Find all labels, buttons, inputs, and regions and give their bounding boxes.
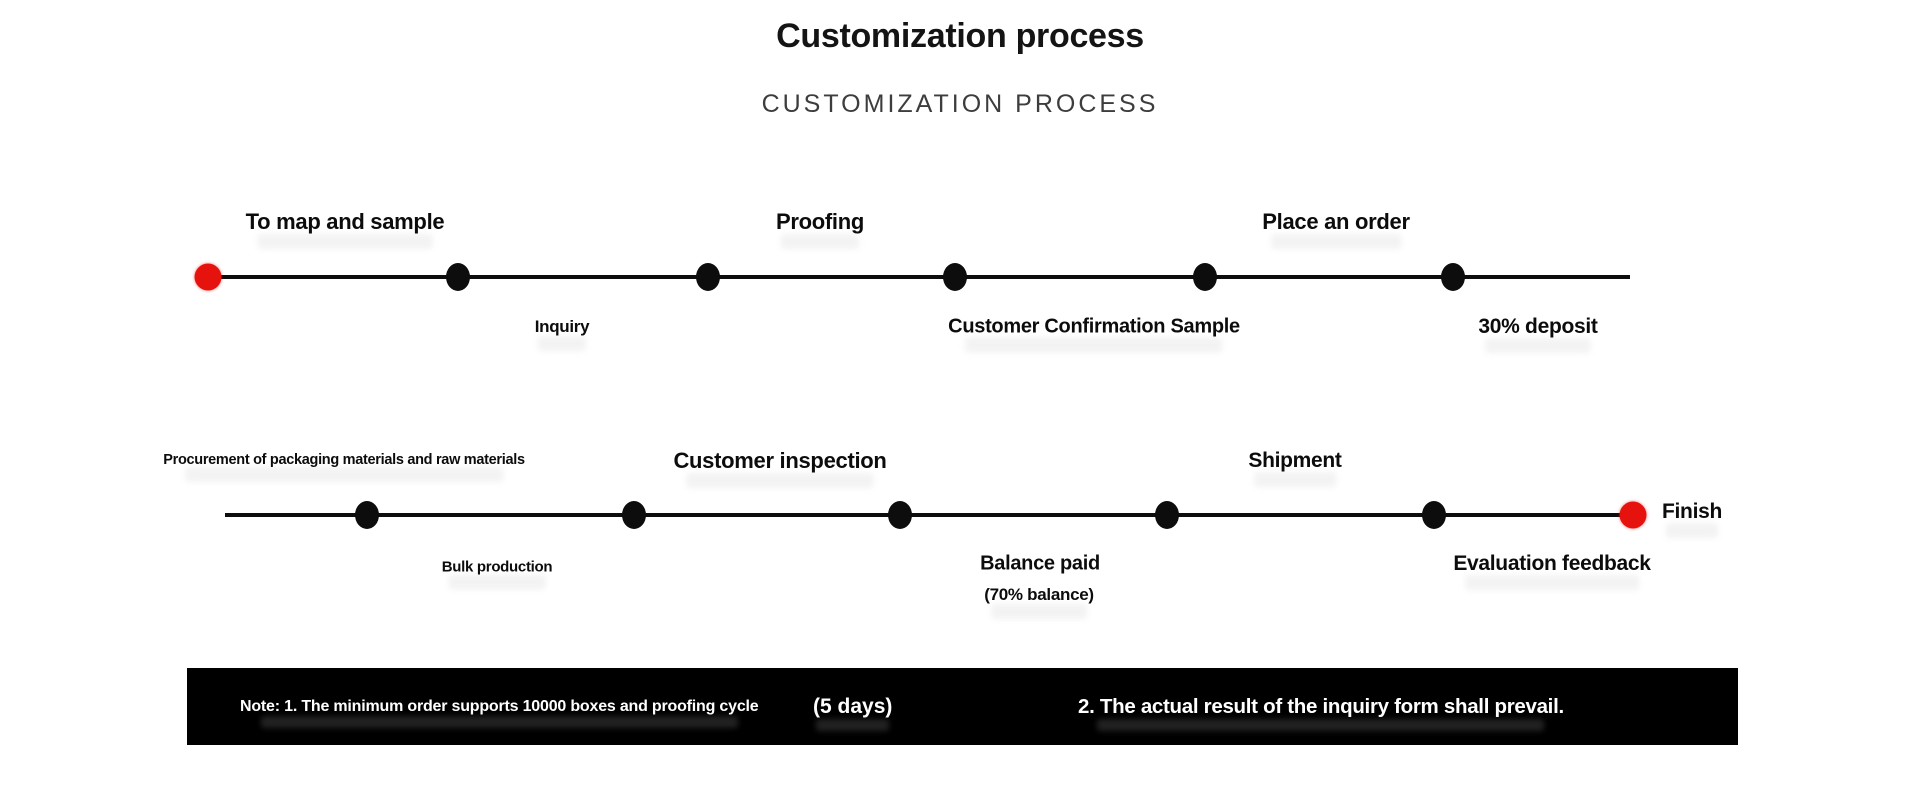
note-text-inquiry-form-prevail: 2. The actual result of the inquiry form… bbox=[1078, 694, 1564, 718]
timeline-row2-line bbox=[225, 513, 1633, 517]
row2-milestone-dot-2 bbox=[622, 501, 646, 529]
label-70-percent-balance: (70% balance) bbox=[984, 585, 1094, 604]
label-customer-confirmation-sample: Customer Confirmation Sample bbox=[948, 315, 1240, 338]
label-balance-paid: Balance paid bbox=[980, 552, 1100, 575]
note-text-5-days: (5 days) bbox=[813, 694, 893, 718]
label-proofing: Proofing bbox=[775, 209, 865, 234]
label-procurement-of-materials: Procurement of packaging materials and r… bbox=[163, 452, 525, 468]
row1-milestone-dot-2 bbox=[696, 263, 720, 291]
note-bar: Note: 1. The minimum order supports 1000… bbox=[187, 668, 1738, 745]
label-customer-inspection: Customer inspection bbox=[673, 448, 887, 473]
page-subtitle: CUSTOMIZATION PROCESS bbox=[761, 90, 1159, 118]
label-30-percent-deposit: 30% deposit bbox=[1478, 315, 1598, 338]
label-inquiry: Inquiry bbox=[534, 317, 590, 336]
row2-finish-dot-red bbox=[1619, 501, 1647, 529]
timeline-row1-line bbox=[208, 275, 1630, 279]
row2-milestone-dot-1 bbox=[355, 501, 379, 529]
row1-milestone-dot-1 bbox=[446, 263, 470, 291]
row1-start-dot-red bbox=[194, 263, 222, 291]
row1-milestone-dot-3 bbox=[943, 263, 967, 291]
note-text-minimum-order: Note: 1. The minimum order supports 1000… bbox=[240, 697, 759, 715]
row2-milestone-dot-3 bbox=[888, 501, 912, 529]
row2-milestone-dot-5 bbox=[1422, 501, 1446, 529]
label-shipment: Shipment bbox=[1248, 449, 1342, 472]
row1-milestone-dot-4 bbox=[1193, 263, 1217, 291]
page-title: Customization process bbox=[776, 17, 1144, 55]
label-to-map-and-sample: To map and sample bbox=[245, 209, 445, 234]
label-bulk-production: Bulk production bbox=[441, 558, 553, 576]
row2-milestone-dot-4 bbox=[1155, 501, 1179, 529]
row1-milestone-dot-5 bbox=[1441, 263, 1465, 291]
label-evaluation-feedback: Evaluation feedback bbox=[1453, 552, 1651, 575]
label-place-an-order: Place an order bbox=[1262, 209, 1410, 234]
label-finish: Finish bbox=[1662, 500, 1723, 523]
